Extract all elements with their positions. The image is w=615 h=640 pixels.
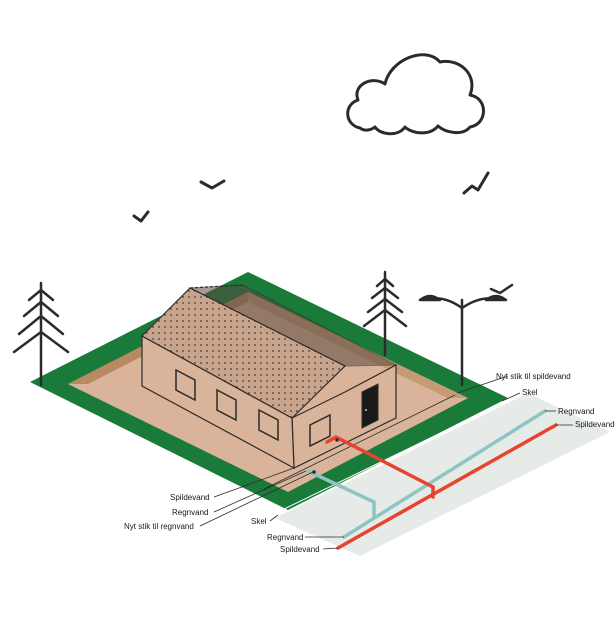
label-nyt-stik-regnvand: Nyt stik til regnvand — [124, 522, 194, 531]
door-handle — [365, 409, 367, 411]
boundary-line — [277, 391, 526, 513]
window — [258, 408, 279, 442]
label-regnvand-bottom: Regnvand — [267, 533, 303, 542]
bird-icon — [462, 171, 490, 195]
street-lamp-icon — [418, 294, 508, 387]
pine-tree-icon — [362, 270, 408, 357]
rainwater-pipes — [306, 409, 547, 539]
wastewater-pipes — [325, 423, 558, 550]
window — [216, 388, 237, 422]
label-spildevand-left: Spildevand — [170, 493, 210, 502]
label-regnvand-right: Regnvand — [558, 407, 594, 416]
label-nyt-stik-spildevand: Nyt stik til spildevand — [496, 372, 571, 381]
bird-icon — [199, 179, 226, 190]
label-skel-left: Skel — [251, 517, 267, 526]
label-regnvand-left: Regnvand — [172, 508, 208, 517]
bird-icon — [132, 210, 150, 223]
cloud-icon — [346, 53, 485, 136]
leader-lines — [199, 376, 573, 550]
roof-ridge — [189, 284, 244, 289]
door — [361, 383, 379, 429]
label-spildevand-right: Spildevand — [575, 420, 615, 429]
pine-tree-icon — [12, 281, 70, 387]
window — [309, 413, 331, 448]
label-skel-right: Skel — [522, 388, 538, 397]
window — [175, 368, 196, 402]
bird-icon — [489, 283, 514, 295]
boundary-line — [263, 394, 456, 490]
label-spildevand-bottom: Spildevand — [280, 545, 320, 554]
